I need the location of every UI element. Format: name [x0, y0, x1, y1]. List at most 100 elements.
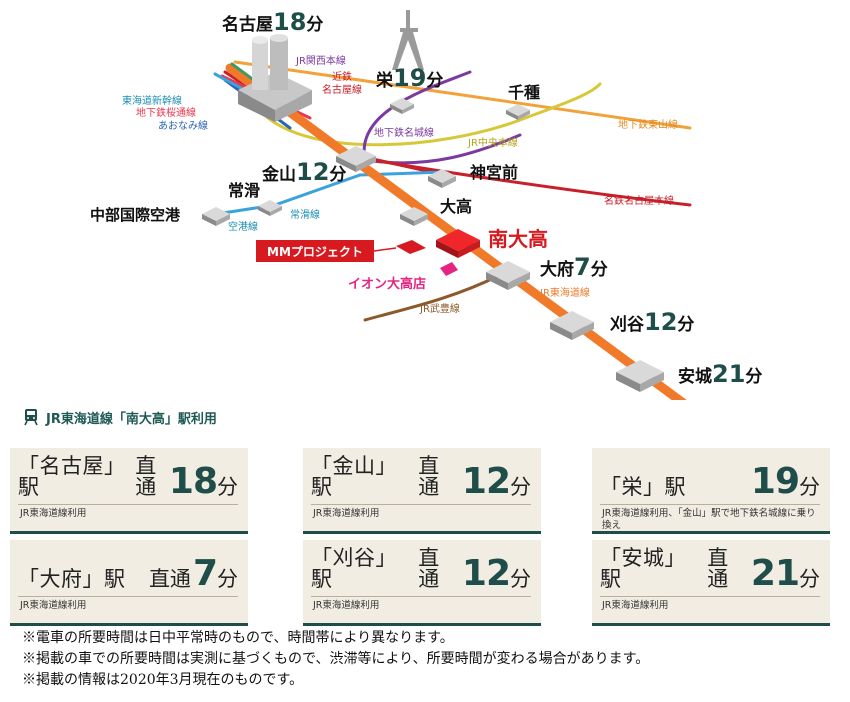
card-prefix: 直通	[418, 546, 440, 591]
card-note: JR東海道線利用	[20, 600, 87, 611]
card-row: 「栄」駅 19 分	[600, 462, 820, 505]
footnote-3: ※掲載の情報は2020年3月現在のものです。	[22, 672, 304, 688]
card-time: 19 分	[749, 464, 820, 504]
label-obu: 大府7分	[540, 253, 608, 281]
station-block-anjo	[616, 360, 664, 392]
card-time: 直通 12 分	[418, 548, 531, 596]
card-prefix: 直通	[135, 454, 157, 499]
line-label-meijo: 地下鉄名城線	[374, 126, 434, 139]
label-chikusa: 千種	[508, 83, 540, 102]
line-label-jr-kansai: JR関西本線	[295, 54, 346, 67]
airport-line	[208, 170, 447, 217]
station-blocks	[202, 98, 664, 392]
footnote-2: ※掲載の車での所要時間は実測に基づくもので、渋滞等により、所要時間が変わる場合が…	[22, 651, 650, 667]
card-minutes: 12	[461, 553, 511, 594]
card-minutes: 21	[750, 553, 800, 594]
label-anjo: 安城21分	[678, 360, 762, 388]
map-labels: 名古屋18分 栄19分 千種 金山12分 神宮前 常滑 中部国際空港 大高 大府…	[90, 8, 762, 388]
card-prefix: 直通	[418, 454, 440, 499]
card-sakae: 「栄」駅 19 分 JR東海道線利用、「金山」駅で地下鉄名城線に乗り換え	[592, 448, 830, 534]
card-time: 直通 7 分	[149, 556, 238, 596]
station-block-kariya	[550, 311, 594, 340]
card-unit: 分	[799, 567, 820, 591]
train-icon	[24, 409, 38, 426]
station-block-odaka	[400, 207, 428, 226]
card-station: 「刈谷」駅	[311, 546, 397, 591]
card-minutes: 19	[750, 461, 800, 502]
route-map: 名古屋18分 栄19分 千種 金山12分 神宮前 常滑 中部国際空港 大高 大府…	[90, 8, 762, 400]
card-unit: 分	[217, 475, 238, 499]
route-header-text: JR東海道線「南大高」駅利用	[46, 411, 217, 427]
chuo-line	[256, 82, 602, 147]
higashiyama-line	[233, 60, 692, 130]
line-label-sakuradori: 地下鉄桜通線	[136, 106, 196, 119]
card-note: JR東海道線利用	[602, 600, 669, 611]
card-row: 「金山」駅 直通 12 分	[311, 456, 531, 505]
label-kariya: 刈谷12分	[610, 308, 694, 336]
line-label-taketoyo: JR武豊線	[419, 302, 460, 315]
line-label-chuo: JR中央本線	[467, 136, 518, 149]
card-row: 「名古屋」駅 直通 18 分	[18, 456, 238, 505]
line-label-kintetsu-1: 近鉄	[332, 70, 352, 83]
card-unit: 分	[510, 567, 531, 591]
label-nagoya: 名古屋18分	[222, 8, 323, 36]
card-station: 「名古屋」駅	[18, 454, 126, 499]
card-note: JR東海道線利用	[20, 508, 87, 519]
route-header: JR東海道線「南大高」駅利用	[22, 405, 217, 429]
card-prefix: 直通	[148, 567, 191, 591]
card-time: 直通 21 分	[707, 548, 820, 596]
footnote-1: ※電車の所要時間は日中平常時のもので、時間帯により異なります。	[22, 630, 454, 646]
station-block-obu	[486, 261, 530, 290]
mm-project-site	[396, 240, 426, 254]
line-label-airport: 空港線	[228, 220, 258, 233]
card-note: JR東海道線利用	[313, 508, 380, 519]
station-block-minami-odaka	[436, 229, 480, 258]
card-kanayama: 「金山」駅 直通 12 分 JR東海道線利用	[303, 448, 541, 534]
label-kanayama: 金山12分	[261, 158, 346, 186]
line-label-jr-tokaido: JR東海道線	[539, 286, 590, 299]
footnotes: ※電車の所要時間は日中平常時のもので、時間帯により異なります。 ※掲載の車での所…	[22, 628, 649, 691]
mm-project-callout: MMプロジェクト	[256, 240, 397, 262]
taketoyo-line	[363, 273, 502, 322]
label-aeon: イオン大高店	[348, 276, 426, 292]
mm-project-label: MMプロジェクト	[267, 244, 363, 259]
station-block-chikusa	[506, 104, 530, 120]
card-time: 直通 18 分	[135, 456, 238, 504]
line-label-aonami: あおなみ線	[158, 119, 208, 132]
card-kariya: 「刈谷」駅 直通 12 分 JR東海道線利用	[303, 540, 541, 626]
nagoya-station-building-icon	[238, 34, 312, 122]
card-anjo: 「安城」駅 直通 21 分 JR東海道線利用	[592, 540, 830, 626]
card-minutes: 18	[168, 461, 218, 502]
card-unit: 分	[510, 475, 531, 499]
station-block-jingumae	[428, 169, 456, 188]
station-block-sakae	[390, 98, 414, 114]
card-unit: 分	[799, 475, 820, 499]
card-station: 「大府」駅	[18, 567, 126, 591]
card-station: 「栄」駅	[600, 475, 686, 499]
card-row: 「大府」駅 直通 7 分	[18, 554, 238, 597]
station-block-tokoname	[258, 200, 282, 216]
station-block-kanayama	[336, 146, 376, 172]
label-airport: 中部国際空港	[90, 206, 181, 224]
card-obu: 「大府」駅 直通 7 分 JR東海道線利用	[10, 540, 248, 626]
card-row: 「安城」駅 直通 21 分	[600, 548, 820, 597]
label-minami-odaka: 南大高	[488, 227, 548, 251]
tv-tower-icon	[392, 10, 424, 70]
card-note: JR東海道線利用、「金山」駅で地下鉄名城線に乗り換え	[602, 508, 816, 531]
card-prefix: 直通	[707, 546, 729, 591]
line-label-higashiyama: 地下鉄東山線	[618, 118, 678, 131]
card-minutes: 12	[461, 461, 511, 502]
card-station: 「安城」駅	[600, 546, 686, 591]
label-jingumae: 神宮前	[470, 163, 518, 182]
card-note: JR東海道線利用	[313, 600, 380, 611]
card-time: 直通 12 分	[418, 456, 531, 504]
label-sakae: 栄19分	[375, 64, 443, 92]
station-block-airport	[202, 207, 230, 226]
line-label-kintetsu-2: 名古屋線	[322, 83, 362, 96]
aeon-site	[440, 262, 458, 276]
card-nagoya: 「名古屋」駅 直通 18 分 JR東海道線利用	[10, 448, 248, 534]
line-label-tokoname: 常滑線	[290, 208, 320, 221]
line-label-meitetsu: 名鉄名古屋本線	[604, 194, 674, 207]
card-row: 「刈谷」駅 直通 12 分	[311, 548, 531, 597]
line-label-shinkansen: 東海道新幹線	[122, 94, 182, 107]
